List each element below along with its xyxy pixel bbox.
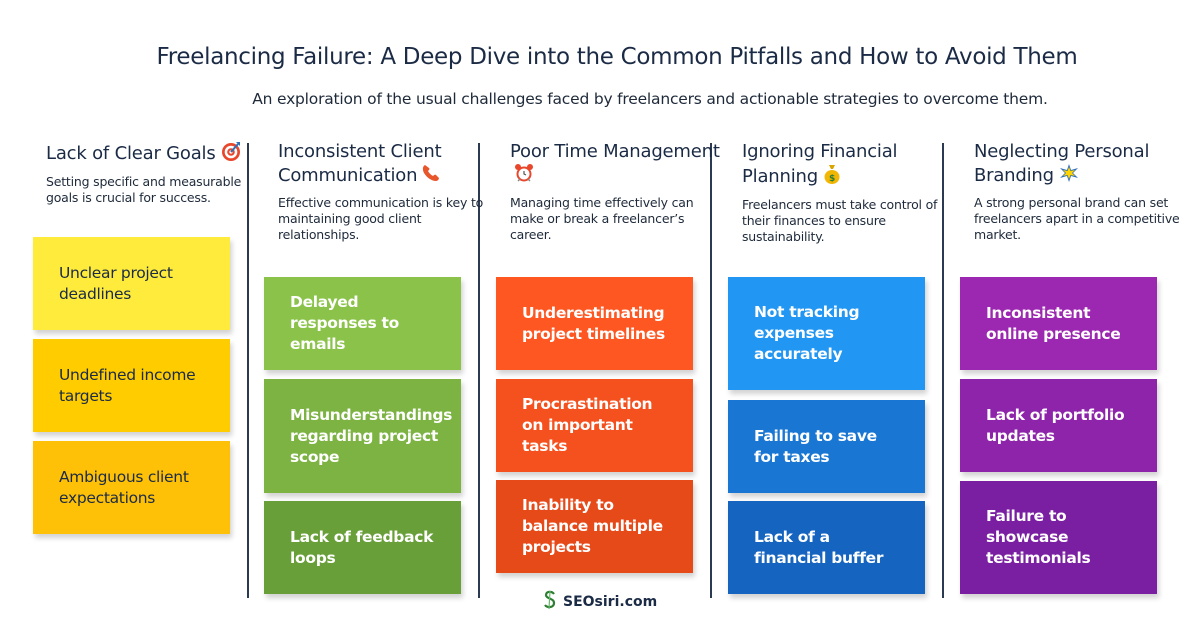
pitfall-card: Undefined income targets: [33, 339, 230, 432]
pitfall-card: Lack of a financial buffer: [728, 501, 925, 594]
column-divider: [942, 143, 944, 598]
column-header-inconsistent-client-communication: Inconsistent Client Communication Effect…: [278, 140, 488, 243]
card-text: Underestimating project timelines: [522, 303, 665, 343]
pitfall-card: Misunderstandings regarding project scop…: [264, 379, 461, 493]
column-title: Inconsistent Client Communication: [278, 140, 488, 189]
pitfall-card: Lack of feedback loops: [264, 501, 461, 594]
column-title-text: Poor Time Management: [510, 141, 720, 162]
card-text: Procrastination on important tasks: [522, 395, 653, 455]
page-subtitle: An exploration of the usual challenges f…: [252, 90, 1048, 108]
column-header-lack-of-clear-goals: Lack of Clear Goals Setting specific and…: [46, 140, 246, 206]
column-title-text: Lack of Clear Goals: [46, 143, 216, 164]
pitfall-card: Underestimating project timelines: [496, 277, 693, 370]
column-header-neglecting-personal-branding: Neglecting Personal Branding A strong pe…: [974, 140, 1184, 243]
card-text: Ambiguous client expectations: [59, 467, 189, 507]
card-text: Misunderstandings regarding project scop…: [290, 405, 453, 466]
column-description: A strong personal brand can set freelanc…: [974, 195, 1180, 242]
card-text: Delayed responses to emails: [290, 293, 399, 353]
card-text: Not tracking expenses accurately: [754, 303, 860, 363]
seosiri-logo-icon: [543, 590, 557, 614]
pitfall-card: Failing to save for taxes: [728, 400, 925, 493]
target-icon: [220, 140, 242, 168]
column-title-text: Inconsistent Client Communication: [278, 141, 442, 186]
card-text: Failure to showcase testimonials: [986, 507, 1091, 567]
pitfall-card: Delayed responses to emails: [264, 277, 461, 370]
pitfall-card: Lack of portfolio updates: [960, 379, 1157, 472]
page-title: Freelancing Failure: A Deep Dive into th…: [156, 44, 1078, 70]
card-text: Lack of portfolio updates: [986, 405, 1125, 445]
sparkle-star-icon: [1058, 163, 1080, 189]
column-header-ignoring-financial-planning: Ignoring Financial Planning$ Freelancers…: [742, 140, 952, 245]
column-title: Ignoring Financial Planning$: [742, 140, 952, 191]
pitfall-card: Procrastination on important tasks: [496, 379, 693, 472]
pitfall-card: Unclear project deadlines: [33, 237, 230, 330]
card-text: Lack of a financial buffer: [754, 527, 884, 567]
pitfall-card: Ambiguous client expectations: [33, 441, 230, 534]
card-text: Inability to balance multiple projects: [522, 496, 663, 556]
column-divider: [247, 143, 249, 598]
pitfall-card: Failure to showcase testimonials: [960, 481, 1157, 594]
column-header-poor-time-management: Poor Time Management Managing time effec…: [510, 140, 720, 243]
money-bag-icon: $: [822, 163, 842, 191]
column-description: Effective communication is key to mainta…: [278, 195, 484, 242]
pitfall-card: Inconsistent online presence: [960, 277, 1157, 370]
footer-brand: SEOsiri.com: [543, 590, 657, 614]
card-text: Undefined income targets: [59, 365, 196, 405]
column-divider: [478, 143, 480, 598]
telephone-icon: [421, 163, 441, 189]
card-text: Unclear project deadlines: [59, 263, 173, 303]
column-title: Neglecting Personal Branding: [974, 140, 1184, 189]
column-divider: [710, 143, 712, 598]
brand-text: SEOsiri.com: [563, 594, 658, 610]
card-text: Failing to save for taxes: [754, 426, 877, 466]
card-text: Inconsistent online presence: [986, 303, 1121, 343]
pitfall-card: Not tracking expenses accurately: [728, 277, 925, 390]
card-text: Lack of feedback loops: [290, 527, 434, 567]
alarm-clock-icon: [514, 163, 534, 189]
column-description: Setting specific and measurable goals is…: [46, 174, 242, 205]
svg-text:$: $: [829, 174, 835, 184]
column-title: Lack of Clear Goals: [46, 140, 246, 168]
column-title-text: Neglecting Personal Branding: [974, 141, 1150, 186]
column-description: Freelancers must take control of their f…: [742, 197, 938, 244]
column-title: Poor Time Management: [510, 140, 720, 189]
column-description: Managing time effectively can make or br…: [510, 195, 694, 242]
column-title-text: Ignoring Financial Planning: [742, 141, 898, 187]
pitfall-card: Inability to balance multiple projects: [496, 480, 693, 573]
